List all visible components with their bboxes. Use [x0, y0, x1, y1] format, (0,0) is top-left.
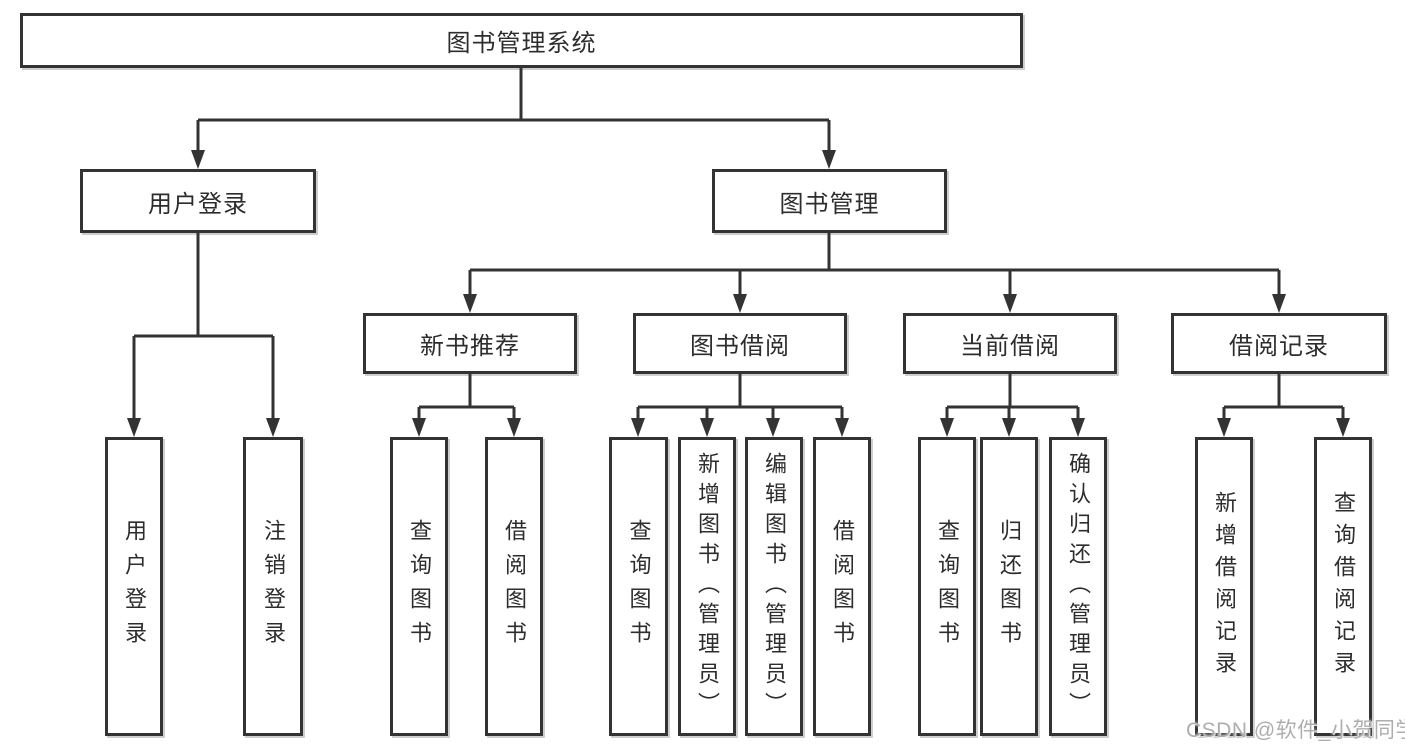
arrow-down-icon	[822, 150, 836, 169]
leaf-query-borrow-record-label: 查询借阅记录	[1331, 490, 1356, 683]
arrow-down-icon	[1071, 418, 1085, 437]
node-user-login: 用户登录	[80, 169, 316, 233]
leaf-current-query-books: 查询图书	[918, 437, 976, 736]
leaf-return-books-label: 归还图书	[997, 518, 1022, 655]
leaf-user-login-label: 用户登录	[122, 518, 147, 655]
leaf-add-books-admin-label: 新增图书（管理员）	[695, 451, 720, 722]
connector-edges	[132, 68, 1345, 420]
leaf-newbook-borrow-books: 借阅图书	[485, 437, 543, 736]
leaf-query-borrow-record: 查询借阅记录	[1314, 437, 1372, 736]
leaf-logout: 注销登录	[243, 437, 303, 736]
leaf-newbook-query-books-label: 查询图书	[407, 518, 432, 655]
leaf-add-borrow-record-label: 新增借阅记录	[1212, 490, 1237, 683]
leaf-edit-books-admin-label: 编辑图书（管理员）	[762, 451, 787, 722]
arrowheads	[127, 150, 1350, 437]
leaf-newbook-borrow-books-label: 借阅图书	[502, 518, 527, 655]
leaf-logout-label: 注销登录	[261, 518, 286, 655]
arrow-down-icon	[700, 418, 714, 437]
arrow-down-icon	[1272, 294, 1286, 313]
edge-root-to-level2	[196, 68, 831, 152]
arrow-down-icon	[631, 418, 645, 437]
node-new-book-recommend: 新书推荐	[363, 313, 577, 374]
arrow-down-icon	[1336, 418, 1350, 437]
arrow-down-icon	[507, 418, 521, 437]
leaf-current-query-books-label: 查询图书	[935, 518, 960, 655]
leaf-return-books: 归还图书	[980, 437, 1038, 736]
node-current-borrow: 当前借阅	[903, 313, 1117, 374]
edge-currentborrow-to-children	[945, 374, 1080, 420]
leaf-confirm-return-admin-label: 确认归还（管理员）	[1066, 451, 1091, 722]
leaf-borrow-query-books: 查询图书	[609, 437, 668, 736]
arrow-down-icon	[191, 150, 205, 169]
node-root-system: 图书管理系统	[20, 13, 1023, 68]
arrow-down-icon	[835, 418, 849, 437]
leaf-add-books-admin: 新增图书（管理员）	[678, 437, 736, 736]
arrow-down-icon	[463, 294, 477, 313]
leaf-newbook-query-books: 查询图书	[390, 437, 448, 736]
leaf-user-login: 用户登录	[105, 437, 163, 736]
leaf-confirm-return-admin: 确认归还（管理员）	[1049, 437, 1107, 736]
edge-bookborrow-to-children	[636, 374, 844, 420]
node-borrow-records: 借阅记录	[1171, 313, 1387, 374]
arrow-down-icon	[412, 418, 426, 437]
arrow-down-icon	[1003, 294, 1017, 313]
arrow-down-icon	[733, 294, 747, 313]
arrow-down-icon	[266, 418, 280, 437]
leaf-borrow-books: 借阅图书	[813, 437, 871, 736]
arrow-down-icon	[1217, 418, 1231, 437]
arrow-down-icon	[127, 418, 141, 437]
arrow-down-icon	[1002, 418, 1016, 437]
edge-borrowrecord-to-children	[1222, 374, 1345, 420]
leaf-add-borrow-record: 新增借阅记录	[1195, 437, 1253, 736]
node-book-management: 图书管理	[712, 169, 947, 233]
leaf-borrow-query-books-label: 查询图书	[626, 518, 652, 655]
arrow-down-icon	[766, 418, 780, 437]
node-book-borrow: 图书借阅	[633, 313, 847, 374]
leaf-borrow-books-label: 借阅图书	[830, 518, 855, 655]
edge-userlogin-to-children	[132, 233, 275, 420]
csdn-watermark: CSDN @软件_小贺同学	[1186, 719, 1405, 742]
edge-newbookrec-to-children	[417, 374, 516, 420]
leaf-edit-books-admin: 编辑图书（管理员）	[745, 437, 803, 736]
edge-bookmgmt-to-level3	[468, 233, 1281, 296]
arrow-down-icon	[940, 418, 954, 437]
